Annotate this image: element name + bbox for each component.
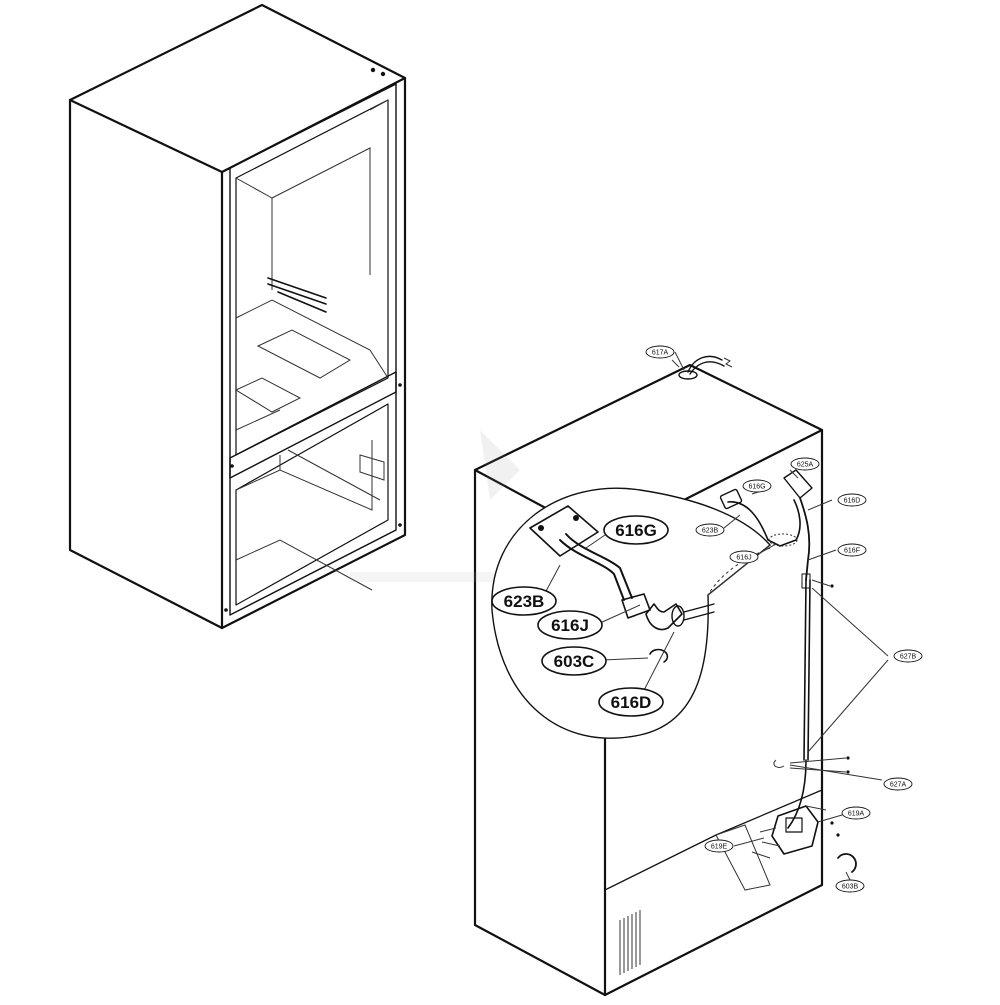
water-valve [751, 805, 840, 859]
svg-text:616D: 616D [844, 498, 861, 505]
svg-text:623B: 623B [702, 528, 719, 535]
svg-text:619E: 619E [711, 844, 728, 851]
cabinet-front-view [68, 3, 407, 630]
callout-617a: 617A [645, 345, 675, 359]
svg-text:616G: 616G [748, 484, 765, 491]
svg-text:627B: 627B [900, 654, 917, 661]
callout-619a: 619A [841, 806, 871, 820]
svg-text:616F: 616F [844, 548, 860, 555]
callout-603c: 603C [541, 646, 607, 676]
callout-616d: 616D [598, 687, 664, 717]
callout-616g-small: 616G [742, 479, 772, 493]
callout-627a: 627A [883, 777, 913, 791]
svg-text:603B: 603B [842, 884, 859, 891]
water-inlet-617a [671, 355, 733, 380]
callouts-large: 616G 623B 616J 603C 616D [491, 515, 669, 717]
svg-text:616D: 616D [611, 693, 652, 712]
callout-623b: 623B [491, 586, 557, 616]
callout-623b-small: 623B [695, 523, 725, 537]
svg-text:627A: 627A [890, 782, 907, 789]
callout-627b: 627B [893, 649, 923, 663]
callout-619e: 619E [704, 839, 734, 853]
svg-text:625A: 625A [797, 462, 814, 469]
svg-text:616G: 616G [615, 521, 657, 540]
svg-text:619A: 619A [848, 811, 865, 818]
callout-616g: 616G [603, 515, 669, 545]
svg-text:616J: 616J [551, 616, 589, 635]
svg-text:616J: 616J [736, 555, 751, 562]
callout-616j: 616J [537, 610, 603, 640]
callout-616d-small: 616D [837, 493, 867, 507]
svg-text:617A: 617A [652, 350, 669, 357]
ring-603b [837, 853, 857, 873]
callouts-small: 617A 625A 616G 616D 623B 616J 616F 627B [645, 345, 923, 893]
svg-text:603C: 603C [554, 652, 595, 671]
callout-603b: 603B [835, 879, 865, 893]
vent-grille [619, 910, 641, 975]
svg-text:623B: 623B [504, 592, 545, 611]
callout-616j-small: 616J [729, 550, 759, 564]
detail-magnifier [491, 487, 772, 739]
callout-625a: 625A [790, 457, 820, 471]
callout-616f: 616F [837, 543, 867, 557]
